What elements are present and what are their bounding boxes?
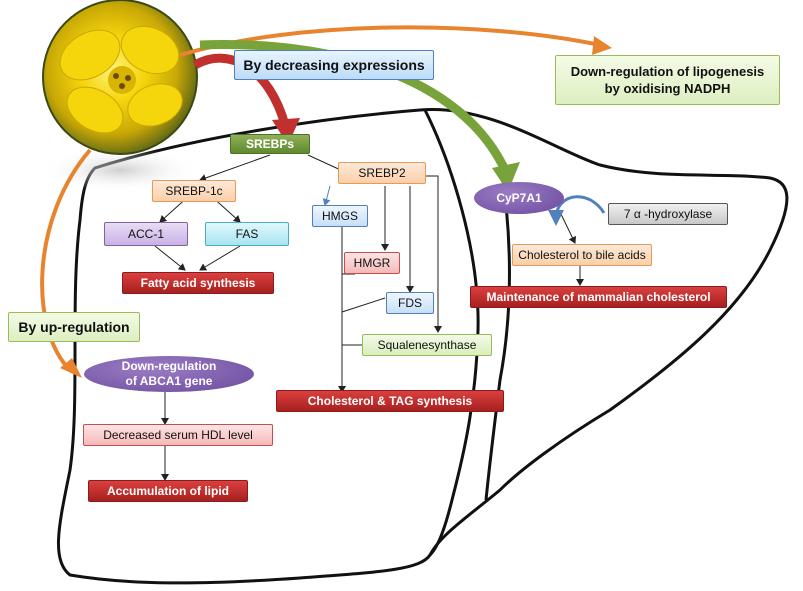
upregulation-callout: By up-regulation (8, 312, 140, 342)
srebp1c-node: SREBP-1c (152, 180, 236, 202)
chol-tag-node: Cholesterol & TAG synthesis (276, 390, 504, 412)
fds-node: FDS (386, 292, 434, 314)
upregulation-label: By up-regulation (18, 318, 130, 335)
acc1-node: ACC-1 (104, 222, 188, 246)
hmgs-node: HMGS (312, 205, 368, 227)
fds-label: FDS (398, 296, 422, 310)
abca1-line1: Down-regulation (121, 359, 217, 373)
hydroxylase-label: 7 α -hydroxylase (623, 207, 713, 221)
squalene-label: Squalenesynthase (377, 338, 477, 352)
hdl-node: Decreased serum HDL level (83, 424, 273, 446)
acc1-label: ACC-1 (127, 227, 164, 241)
fas-node: FAS (205, 222, 289, 246)
fatty-acid-label: Fatty acid synthesis (140, 276, 256, 290)
lipogenesis-line2: by oxidising NADPH (604, 81, 731, 96)
lipid-label: Accumulation of lipid (107, 484, 229, 498)
srebps-label: SREBPs (245, 137, 295, 151)
connectors (154, 154, 584, 481)
fas-label: FAS (235, 227, 259, 241)
lipogenesis-line1: Down-regulation of lipogenesis (570, 64, 765, 79)
squalene-node: Squalenesynthase (362, 334, 492, 356)
cyp7a1-node: CyP7A1 (474, 182, 564, 214)
hydroxylase-node: 7 α -hydroxylase (608, 203, 728, 225)
hdl-label: Decreased serum HDL level (103, 428, 253, 442)
hmgs-label: HMGS (322, 209, 358, 223)
chol-tag-label: Cholesterol & TAG synthesis (307, 394, 473, 408)
abca1-line2: of ABCA1 gene (125, 374, 213, 388)
maintenance-node: Maintenance of mammalian cholesterol (470, 286, 727, 308)
lipid-node: Accumulation of lipid (88, 480, 248, 502)
abca1-node: Down-regulation of ABCA1 gene (84, 356, 254, 392)
srebp1c-label: SREBP-1c (165, 184, 223, 198)
maintenance-label: Maintenance of mammalian cholesterol (486, 290, 711, 304)
decreasing-expressions-label: By decreasing expressions (243, 57, 425, 73)
hmgr-label: HMGR (353, 256, 391, 270)
decreasing-expressions-callout: By decreasing expressions (234, 50, 434, 80)
fatty-acid-node: Fatty acid synthesis (122, 272, 274, 294)
lipogenesis-callout: Down-regulation of lipogenesis by oxidis… (555, 55, 780, 105)
cyp7a1-label: CyP7A1 (496, 190, 542, 205)
bile-acids-label: Cholesterol to bile acids (518, 248, 646, 262)
srebps-node: SREBPs (230, 134, 310, 154)
curved-feedback-arrow (554, 195, 606, 216)
orange-arrow-left (40, 148, 92, 372)
bile-acids-node: Cholesterol to bile acids (512, 244, 652, 266)
srebp2-label: SREBP2 (358, 166, 406, 180)
hmgr-node: HMGR (344, 252, 400, 274)
flower-icon (42, 0, 198, 155)
srebp2-node: SREBP2 (338, 162, 426, 184)
